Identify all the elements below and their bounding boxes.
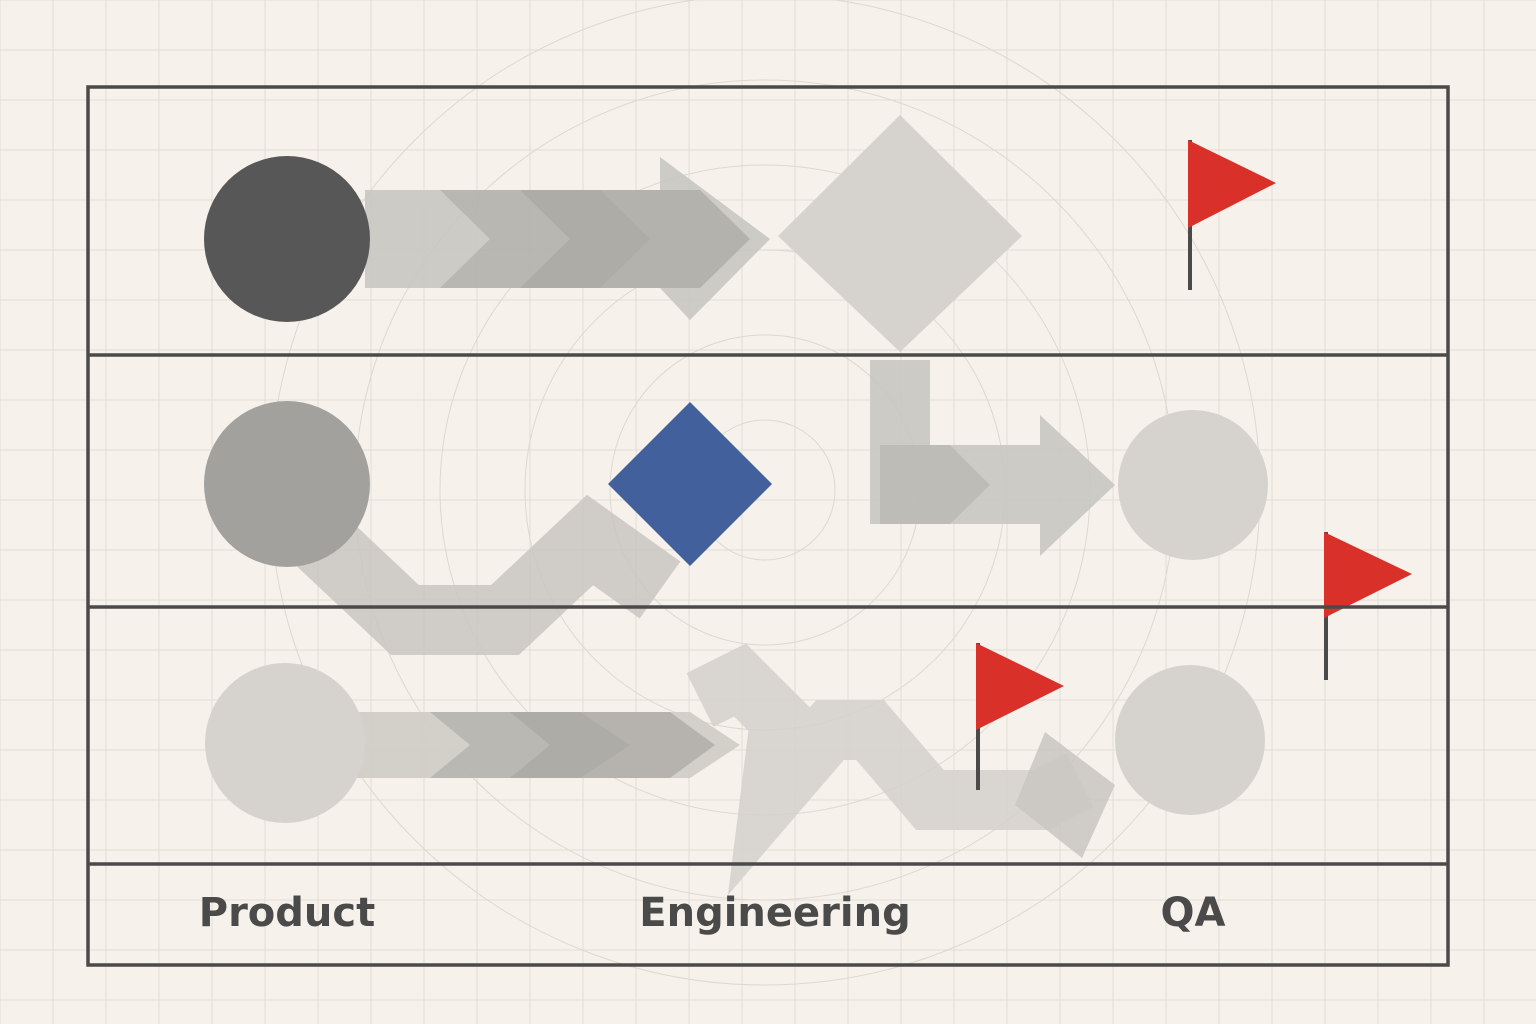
row-qa-flow	[205, 643, 1265, 896]
end-node-circle	[1115, 665, 1265, 815]
diamond-shape	[1015, 732, 1115, 858]
flag-icon	[1188, 140, 1276, 228]
end-node-circle	[1118, 410, 1268, 560]
chevron	[880, 445, 990, 524]
lane-frame	[86, 85, 1450, 967]
flag-icon	[1324, 532, 1412, 618]
connector	[296, 494, 681, 655]
start-node-circle	[205, 663, 365, 823]
process-node-circle	[204, 401, 370, 567]
flag-icon	[976, 643, 1064, 730]
connector	[686, 643, 1094, 896]
row-product-flow	[204, 115, 1276, 352]
diamond-decision	[778, 115, 1022, 352]
lane-label-engineering: Engineering	[639, 890, 911, 936]
row-engineering-flow	[204, 360, 1412, 680]
lane-label-qa: QA	[1160, 890, 1226, 936]
lane-label-product: Product	[198, 890, 376, 936]
chevron	[520, 190, 750, 288]
start-node-circle	[204, 156, 370, 322]
chevron	[510, 712, 715, 778]
diamond-decision-highlight	[608, 402, 772, 566]
